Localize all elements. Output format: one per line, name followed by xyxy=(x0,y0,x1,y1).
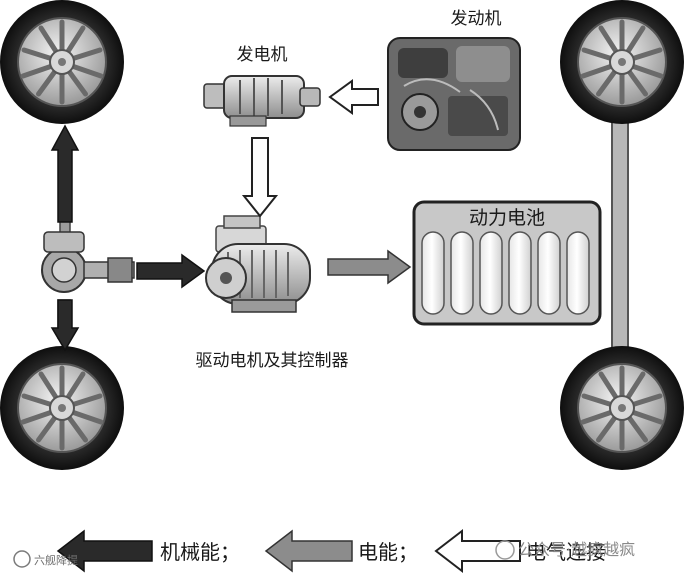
connection-arrow-to-generator xyxy=(328,79,379,115)
differential xyxy=(41,231,135,293)
legend: 机械能； 电能； 电气连接 xyxy=(56,528,606,574)
wheel-front-right xyxy=(560,0,684,124)
legend-connection-label: 电气连接 xyxy=(526,540,606,564)
legend-electrical-arrow xyxy=(264,529,353,573)
wheel-rear-right xyxy=(560,346,684,470)
generator-label: 发电机 xyxy=(237,45,288,65)
engine-label: 发动机 xyxy=(451,9,502,29)
mechanical-arrow-down xyxy=(50,299,80,352)
watermark-right-text: 公众号·越疯越疯 xyxy=(518,540,635,559)
wheel-front-left xyxy=(0,0,124,124)
legend-mechanical-label: 机械能； xyxy=(160,540,240,564)
battery-label: 动力电池 xyxy=(469,207,545,229)
legend-connection-arrow xyxy=(434,528,521,574)
battery-pack xyxy=(412,200,602,326)
connection-arrow-to-motor xyxy=(241,137,279,218)
watermark-left: 六舰降提 xyxy=(13,550,78,568)
legend-electrical-label: 电能； xyxy=(358,540,418,564)
wheel-rear-left xyxy=(0,346,124,470)
mechanical-arrow-up xyxy=(50,124,80,223)
legend-mechanical-arrow xyxy=(56,529,153,573)
drive-motor xyxy=(205,215,311,313)
generator xyxy=(203,75,321,127)
mechanical-arrow-to-axle xyxy=(136,253,206,289)
engine xyxy=(387,37,521,151)
watermark-left-text: 六舰降提 xyxy=(34,553,78,567)
electrical-arrow-to-battery xyxy=(327,249,412,285)
motor-label: 驱动电机及其控制器 xyxy=(196,351,349,371)
watermark-right: 公众号·越疯越疯 xyxy=(495,540,635,560)
